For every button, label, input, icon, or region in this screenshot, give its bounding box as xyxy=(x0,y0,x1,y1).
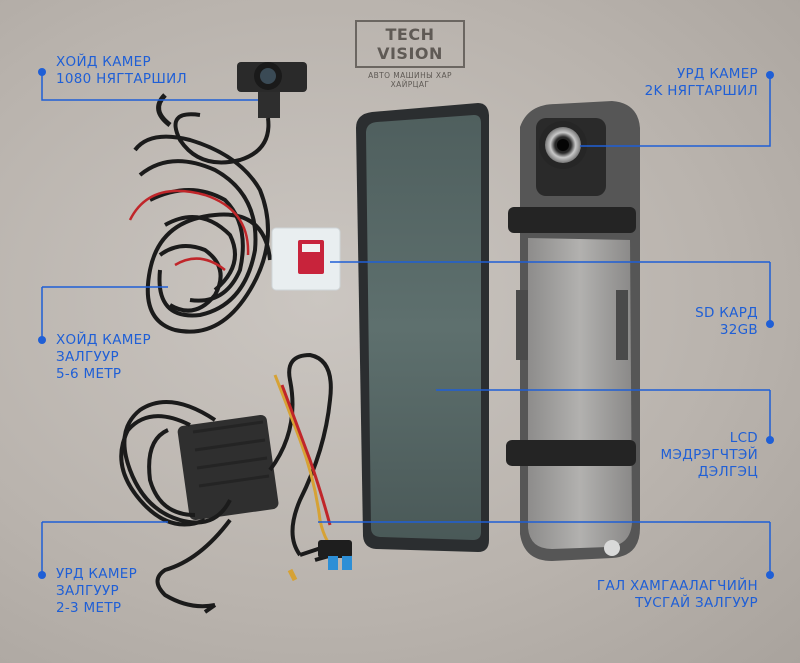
rear-camera xyxy=(237,62,307,118)
front-camera-cable xyxy=(119,400,232,614)
fuse-adapter-cable xyxy=(268,352,352,582)
label-front-camera-cable: УРД КАМЕР ЗАЛГУУР 2-3 МЕТР xyxy=(56,566,138,616)
annotation-lines xyxy=(41,72,771,575)
sd-card xyxy=(271,227,341,291)
brand-logo: TECH VISION АВТО МАШИНЫ ХАР ХАЙРЦАГ xyxy=(355,20,465,89)
power-adapter xyxy=(177,414,279,521)
label-front-camera: УРД КАМЕР 2K НЯГТАРШИЛ xyxy=(644,66,758,99)
label-fuse-adapter: ГАЛ ХАМГААЛАГЧИЙН ТУСГАЙ ЗАЛГУУР xyxy=(596,578,758,611)
annotation-dots xyxy=(38,68,774,579)
label-sd-card: SD КАРД 32GB xyxy=(695,305,758,338)
rear-camera-cable xyxy=(128,93,272,334)
brand-name: TECH VISION xyxy=(355,20,465,68)
label-lcd-screen: LCD МЭДРЭГЧТЭЙ ДЭЛГЭЦ xyxy=(660,430,758,480)
label-rear-camera-cable: ХОЙД КАМЕР ЗАЛГУУР 5-6 МЕТР xyxy=(56,332,151,382)
brand-tagline: АВТО МАШИНЫ ХАР ХАЙРЦАГ xyxy=(368,71,452,89)
label-rear-camera: ХОЙД КАМЕР 1080 НЯГТАРШИЛ xyxy=(56,54,187,87)
mirror-back-housing xyxy=(506,101,640,561)
lcd-mirror-screen xyxy=(356,103,489,552)
